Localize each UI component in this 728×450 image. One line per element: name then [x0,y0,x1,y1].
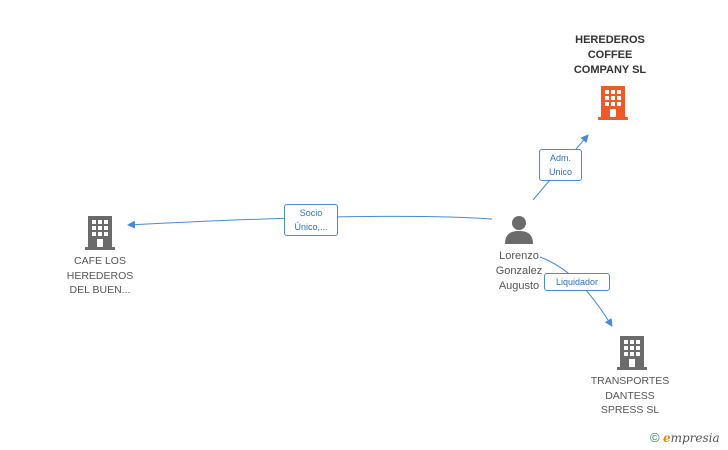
node-label-cafe-los-herederos[interactable]: CAFE LOS HEREDEROS DEL BUEN... [66,255,134,296]
node-label-herederos-coffee[interactable]: HEREDEROS COFFEE COMPANY SL [573,34,647,76]
edge-socio [127,215,493,229]
empresia-logo: © empresia [650,430,720,445]
person-icon[interactable] [504,214,534,244]
copyright-symbol: © [650,430,660,445]
edge-label-liquidador[interactable]: Liquidador [544,273,610,291]
building-icon[interactable] [616,334,648,370]
edge-label-adm[interactable]: Adm. Unico [539,149,582,181]
node-label-transportes[interactable]: TRANSPORTES DANTESS SPRESS SL [590,375,670,416]
building-icon[interactable] [597,84,629,120]
node-label-person[interactable]: Lorenzo Gonzalez Augusto [495,250,543,292]
edge-label-socio[interactable]: Socio Único,... [284,204,338,236]
brand-name: empresia [662,431,720,445]
building-icon[interactable] [84,214,116,250]
